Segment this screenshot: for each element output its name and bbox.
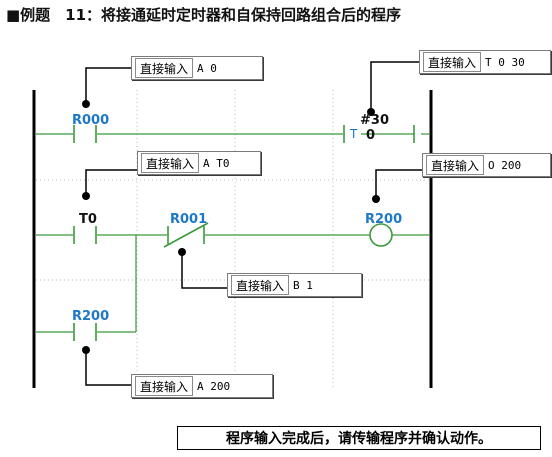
direct-input-value: B 1 [293, 278, 313, 292]
direct-input-box-a0[interactable]: 直接输入 A 0 [131, 56, 263, 80]
direct-input-box-t0-30[interactable]: 直接输入 T 0 30 [419, 50, 551, 74]
direct-input-value: T 0 30 [485, 55, 525, 69]
direct-input-value: O 200 [488, 158, 522, 172]
r200-coil-label: R200 [365, 212, 403, 227]
direct-input-box-at0[interactable]: 直接输入 A T0 [137, 151, 261, 175]
r200-contact-label: R200 [72, 309, 110, 324]
direct-input-caption: 直接输入 [135, 58, 194, 78]
direct-input-box-b1[interactable]: 直接输入 B 1 [227, 273, 362, 297]
direct-input-value: A 0 [197, 61, 217, 75]
timer-number-label: 0 [366, 128, 376, 143]
r000-contact-symbol[interactable] [73, 125, 97, 143]
t0-contact-label: T0 [79, 212, 97, 227]
r000-contact-label: R000 [72, 113, 110, 128]
r001-nc-contact-symbol[interactable] [163, 222, 209, 248]
instruction-note: 程序输入完成后，请传输程序并确认动作。 [177, 426, 541, 450]
timer-setting-label: #30 [360, 113, 389, 128]
direct-input-caption: 直接输入 [231, 275, 290, 295]
t0-contact-symbol[interactable] [73, 226, 97, 244]
timer-t-marker: T [350, 127, 358, 141]
direct-input-box-a200[interactable]: 直接输入 A 200 [131, 374, 273, 398]
page-title: ■例题 11：将接通延时定时器和自保持回路组合后的程序 [6, 6, 402, 24]
direct-input-caption: 直接输入 [141, 153, 200, 173]
direct-input-caption: 直接输入 [426, 155, 485, 175]
direct-input-box-o200[interactable]: 直接输入 O 200 [422, 153, 551, 177]
direct-input-value: A 200 [197, 379, 231, 393]
timer-t0-symbol[interactable] [343, 125, 415, 143]
direct-input-caption: 直接输入 [135, 376, 194, 396]
r200-contact-symbol[interactable] [73, 323, 97, 341]
r200-coil-symbol[interactable] [369, 223, 393, 247]
direct-input-value: A T0 [203, 156, 230, 170]
leader-lines [85, 61, 422, 386]
direct-input-caption: 直接输入 [423, 52, 482, 72]
leader-dots [82, 100, 380, 354]
rung-2 [36, 234, 430, 333]
r001-contact-label: R001 [170, 212, 208, 227]
